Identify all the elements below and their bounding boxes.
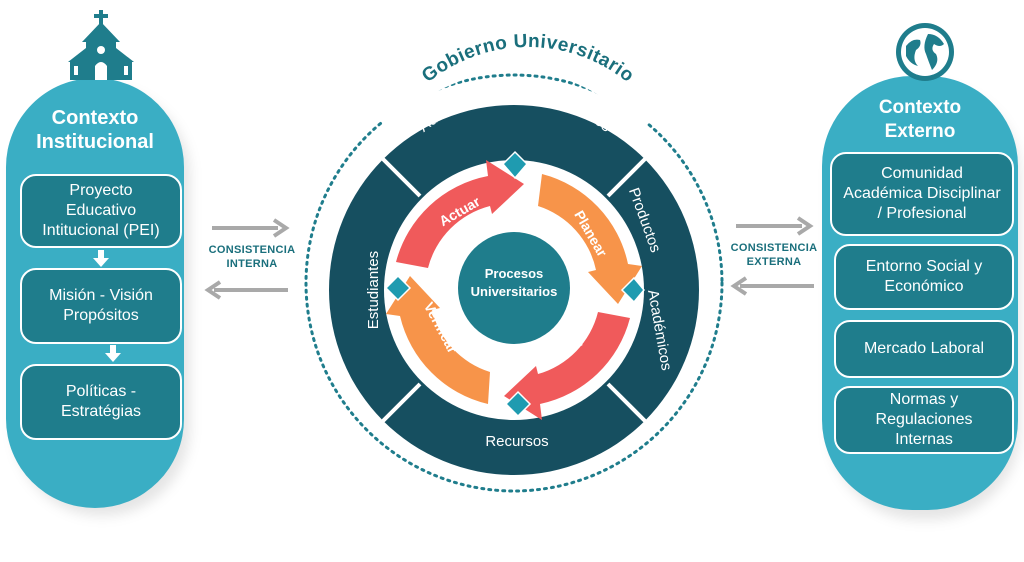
planear-arc: [538, 174, 642, 304]
marker-top: [501, 150, 529, 180]
church-icon: [68, 10, 134, 80]
hacer-arc: [504, 312, 630, 420]
ring-label-bottom: Recursos: [485, 433, 548, 450]
down-arrow-icon: [93, 250, 109, 267]
arrow-right-icon: [736, 216, 814, 236]
politicas-box: Políticas -Estratégias: [20, 364, 182, 440]
ring-label-left: Estudiantes: [365, 251, 382, 329]
core-label-2: Universitarios: [471, 284, 558, 299]
marker-right: [620, 276, 645, 304]
actuar-arc: [396, 160, 524, 268]
arrow-left-icon: [204, 280, 288, 300]
mercado-laboral-box: Mercado Laboral: [834, 320, 1014, 378]
down-arrow-icon: [105, 345, 121, 362]
right-panel-title: Contexto Externo: [878, 97, 962, 142]
arrow-left-icon: [730, 276, 814, 296]
core-label-1: Procesos: [485, 266, 544, 281]
left-panel-title: Contexto Institucional: [36, 107, 154, 153]
marker-bottom: [504, 390, 532, 418]
core-circle: [458, 232, 570, 344]
arrow-right-icon: [212, 218, 290, 238]
marker-left: [384, 274, 412, 302]
globe-icon: [896, 23, 954, 81]
governance-dotted-circle: [304, 73, 724, 493]
verificar-arc: [386, 276, 490, 404]
